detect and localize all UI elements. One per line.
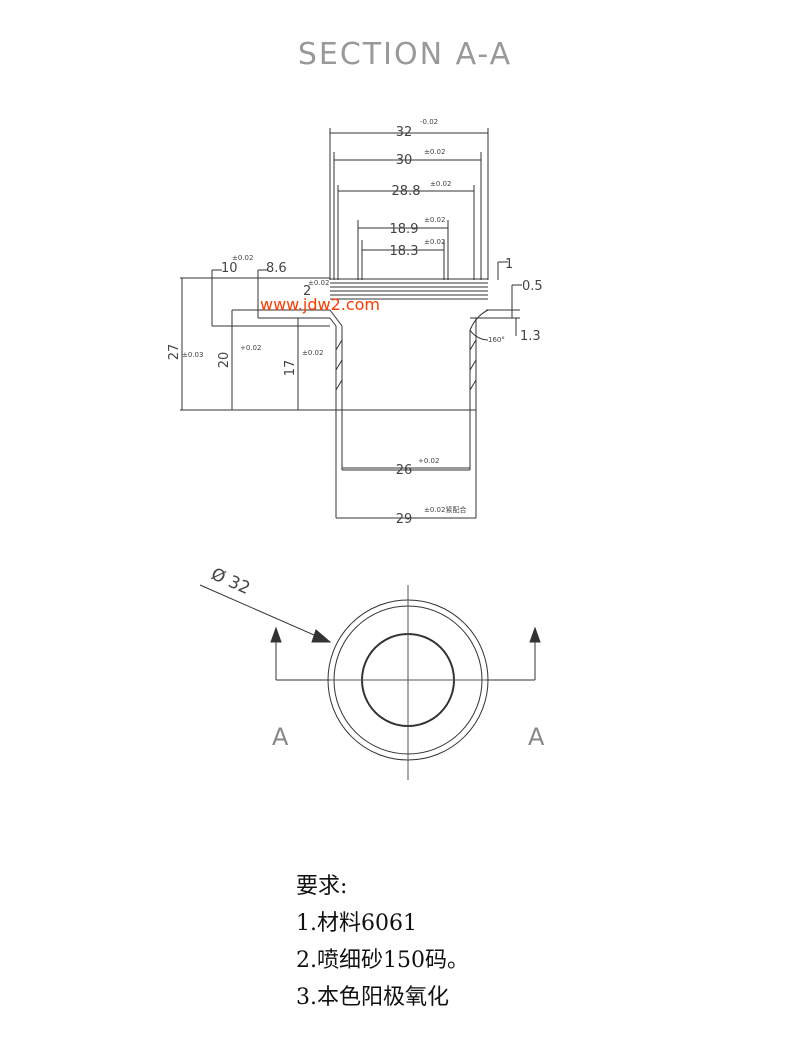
requirements-notes: 要求: 1.材料6061 2.喷细砂150码。 3.本色阳极氧化 [296, 868, 716, 1016]
dim-18-3-tol: ±0.02 [424, 238, 445, 246]
dim-27: 27 [167, 344, 182, 361]
dim-32-tol: -0.02 [420, 118, 438, 126]
dim-10-tol: ±0.02 [232, 254, 253, 262]
dim-2-tol: ±0.02 [308, 279, 329, 287]
dim-18-9-tol: ±0.02 [424, 216, 445, 224]
dim-8-6: 8.6 [266, 261, 287, 276]
dim-17-tol: ±0.02 [302, 349, 323, 357]
dim-1-3: 1.3 [520, 329, 541, 344]
dim-18-3: 18.3 [390, 244, 419, 259]
dim-2: 2 [303, 284, 311, 299]
section-mark-left: A [272, 723, 289, 751]
note-item: 2.喷细砂150码。 [296, 948, 469, 973]
dim-30-tol: ±0.02 [424, 148, 445, 156]
section-mark-right: A [528, 723, 545, 751]
note-item: 1.材料6061 [296, 911, 417, 936]
dim-20-tol: +0.02 [240, 344, 261, 352]
dim-32: 32 [396, 125, 413, 140]
dim-1: 1 [505, 257, 513, 272]
dim-30: 30 [396, 153, 413, 168]
top-view [199, 584, 541, 780]
note-item: 3.本色阳极氧化 [296, 985, 449, 1010]
section-view [180, 128, 522, 519]
dim-18-9: 18.9 [390, 222, 419, 237]
dim-28-8: 28.8 [392, 184, 421, 199]
dim-26: 26 [396, 463, 413, 478]
dim-10: 10 [221, 261, 238, 276]
drawing-title: SECTION A-A [298, 37, 512, 72]
dim-26-tol: +0.02 [418, 457, 439, 465]
dim-angle: 160° [488, 336, 505, 344]
dim-20: 20 [217, 352, 232, 369]
dim-17: 17 [283, 360, 298, 377]
dim-29-tol: ±0.02紧配合 [424, 505, 466, 514]
dim-0-5: 0.5 [522, 279, 543, 294]
dim-28-8-tol: ±0.02 [430, 180, 451, 188]
watermark: www.jdw2.com [260, 295, 380, 314]
notes-heading: 要求: [296, 874, 348, 899]
dim-27-tol: ±0.03 [182, 351, 203, 359]
dim-29: 29 [396, 512, 413, 527]
phi-32: Ø 32 [208, 564, 253, 599]
